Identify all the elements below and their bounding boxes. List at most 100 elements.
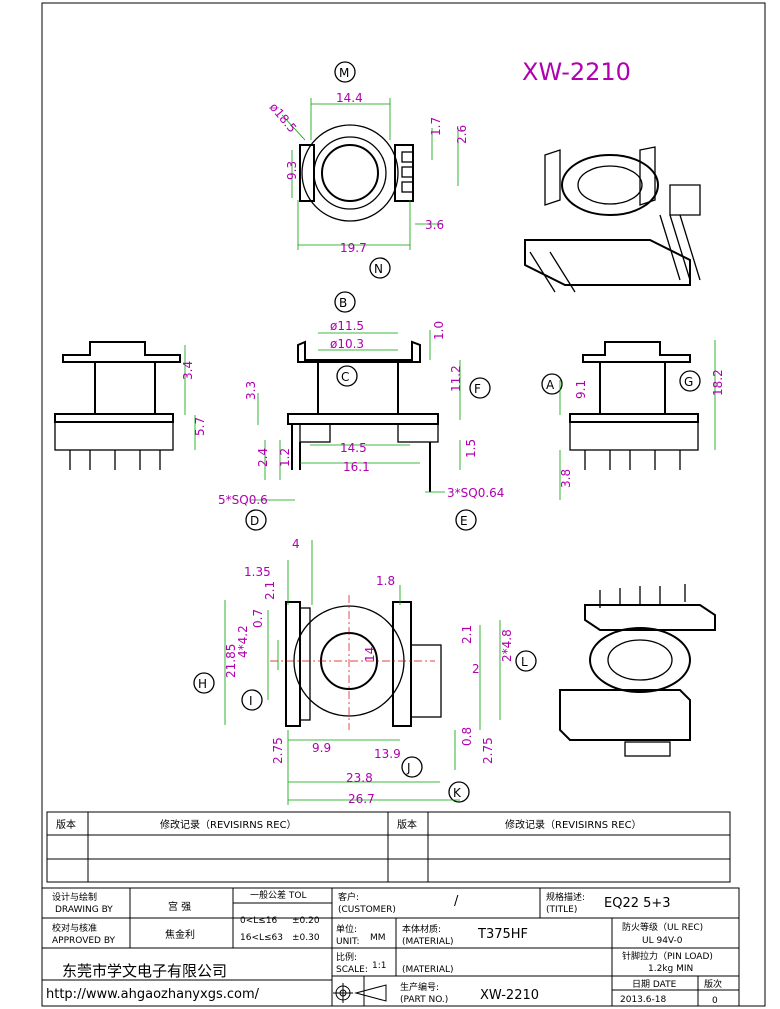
- dim-front-3-3: 3.3: [244, 381, 258, 400]
- section-label-d: D: [250, 514, 259, 528]
- approver-label-en: APPROVED BY: [52, 936, 116, 946]
- date-value: 2013.6-18: [620, 995, 666, 1005]
- revision-version-header-left: 版本: [56, 818, 76, 831]
- dim-bottom-21-85: 21.85: [224, 644, 238, 678]
- date-label: 日期 DATE: [632, 979, 677, 990]
- section-label-m: M: [339, 66, 349, 80]
- customer-label: 客户:: [338, 891, 359, 903]
- rev-value: 0: [712, 996, 718, 1006]
- dim-bottom-2x4-8: 2*4.8: [500, 629, 514, 662]
- revision-version-header-right: 版本: [397, 818, 417, 831]
- dim-front-11-2: 11.2: [449, 365, 463, 392]
- part-value: XW-2210: [480, 988, 539, 1003]
- section-label-a: A: [546, 378, 555, 392]
- section-label-k: K: [453, 786, 462, 800]
- designer-label: 设计与绘制: [52, 891, 97, 903]
- spec-label-en: (TITLE): [546, 905, 577, 915]
- section-label-c: C: [341, 370, 349, 384]
- unit-label: 单位:: [336, 923, 357, 935]
- scale-label-en: SCALE:: [336, 965, 368, 975]
- dim-front-1-5: 1.5: [464, 439, 478, 458]
- pin-load-value: 1.2kg MIN: [648, 964, 693, 974]
- tol-row2-range: 16<L≤63: [240, 933, 283, 943]
- company-name: 东莞市学文电子有限公司: [62, 962, 227, 980]
- section-label-g: G: [684, 375, 693, 389]
- bottom-view: H I J K L 4 1.35 1.8 2.1 0.7: [193, 537, 537, 806]
- dim-top-dia-18-5: ø18.5: [267, 100, 300, 135]
- flame-label: 防火等级（UL REC): [622, 921, 703, 933]
- customer-value: /: [454, 894, 459, 909]
- dim-bottom-9-9: 9.9: [312, 741, 331, 755]
- dim-top-19-7: 19.7: [340, 241, 367, 255]
- dim-bottom-4: 4: [292, 537, 300, 551]
- approver-label: 校对与核准: [52, 922, 97, 934]
- dim-bottom-14: 14: [363, 647, 377, 662]
- section-label-f: F: [474, 382, 481, 396]
- dim-bottom-2-75-left: 2.75: [271, 737, 285, 764]
- material-label: 本体材质:: [402, 923, 441, 935]
- dim-front-5-sq0-6: 5*SQ0.6: [218, 493, 268, 507]
- top-view: M N 14.4 ø18.5 9.3 1.7 2.6 3.6 19.7: [267, 61, 469, 279]
- approver-name: 焦金利: [165, 928, 195, 941]
- revision-records-header-right: 修改记录（REVISIRNS REC）: [505, 818, 642, 831]
- dim-front-14-5: 14.5: [340, 441, 367, 455]
- material2-label-en: (MATERIAL): [402, 965, 454, 975]
- dim-top-3-6: 3.6: [425, 218, 444, 232]
- section-label-i: I: [249, 694, 253, 708]
- dim-bottom-2-75-right: 2.75: [481, 737, 495, 764]
- tol-row1-range: 0<L≤16: [240, 916, 278, 926]
- dim-bottom-4x4-2: 4*4.2: [236, 625, 250, 658]
- tolerance-header: 一般公差 TOL: [250, 889, 306, 901]
- dim-bottom-23-8: 23.8: [346, 771, 373, 785]
- customer-label-en: (CUSTOMER): [338, 905, 396, 915]
- dim-bottom-1-8: 1.8: [376, 574, 395, 588]
- dim-right-3-8: 3.8: [559, 469, 573, 488]
- dim-bottom-2-1-right: 2.1: [460, 625, 474, 644]
- dim-bottom-0-8: 0.8: [460, 727, 474, 746]
- section-label-j: J: [406, 761, 411, 775]
- section-label-b: B: [339, 296, 347, 310]
- tol-row2-value: ±0.30: [292, 933, 320, 943]
- drawing-title: XW-2210: [522, 58, 631, 86]
- front-view: B C D E F ø11.5 ø10.3 1.0 3.3 11.2: [218, 291, 504, 531]
- dim-front-dia-10-3: ø10.3: [330, 337, 364, 351]
- dim-front-16-1: 16.1: [343, 460, 370, 474]
- dim-top-1-7: 1.7: [429, 117, 443, 136]
- dim-front-1-0: 1.0: [432, 321, 446, 340]
- spec-value: EQ22 5+3: [604, 896, 671, 911]
- revision-records-header-left: 修改记录（REVISIRNS REC）: [160, 818, 297, 831]
- section-label-h: H: [198, 677, 207, 691]
- dim-bottom-13-9: 13.9: [374, 747, 401, 761]
- dim-bottom-1-35: 1.35: [244, 565, 271, 579]
- part-label-en: (PART NO.): [400, 995, 448, 1005]
- dim-bottom-26-7: 26.7: [348, 792, 375, 806]
- dim-top-2-6: 2.6: [455, 125, 469, 144]
- dim-front-dia-11-5: ø11.5: [330, 319, 364, 333]
- scale-label: 比例:: [336, 951, 357, 963]
- section-label-n: N: [374, 262, 383, 276]
- dim-right-18-2: 18.2: [711, 369, 725, 396]
- designer-name: 宫 强: [168, 900, 191, 913]
- isometric-view-top: [524, 146, 701, 293]
- dim-front-2-4: 2.4: [256, 448, 270, 467]
- dim-bottom-0-7: 0.7: [251, 609, 265, 628]
- unit-value: MM: [370, 933, 386, 943]
- isometric-view-bottom: [559, 584, 716, 757]
- dim-left-3-4: 3.4: [181, 361, 195, 380]
- dim-top-14-4: 14.4: [336, 91, 363, 105]
- designer-label-en: DRAWING BY: [55, 905, 113, 915]
- spec-label: 规格描述:: [546, 891, 585, 903]
- revision-table: 版本 修改记录（REVISIRNS REC） 版本 修改记录（REVISIRNS…: [46, 811, 731, 883]
- section-label-e: E: [460, 514, 468, 528]
- right-view: A G 9.1 18.2 3.8: [541, 340, 725, 500]
- rev-label: 版次: [704, 978, 722, 990]
- scale-value: 1:1: [372, 961, 386, 971]
- title-block: 设计与绘制 DRAWING BY 宫 强 校对与核准 APPROVED BY 焦…: [41, 887, 740, 1007]
- unit-label-en: UNIT:: [336, 937, 360, 947]
- flame-value: UL 94V-0: [642, 936, 683, 946]
- dim-right-9-1: 9.1: [574, 380, 588, 399]
- page-border: [41, 2, 766, 1007]
- section-label-l: L: [521, 655, 528, 669]
- dim-front-3-sq0-64: 3*SQ0.64: [447, 486, 504, 500]
